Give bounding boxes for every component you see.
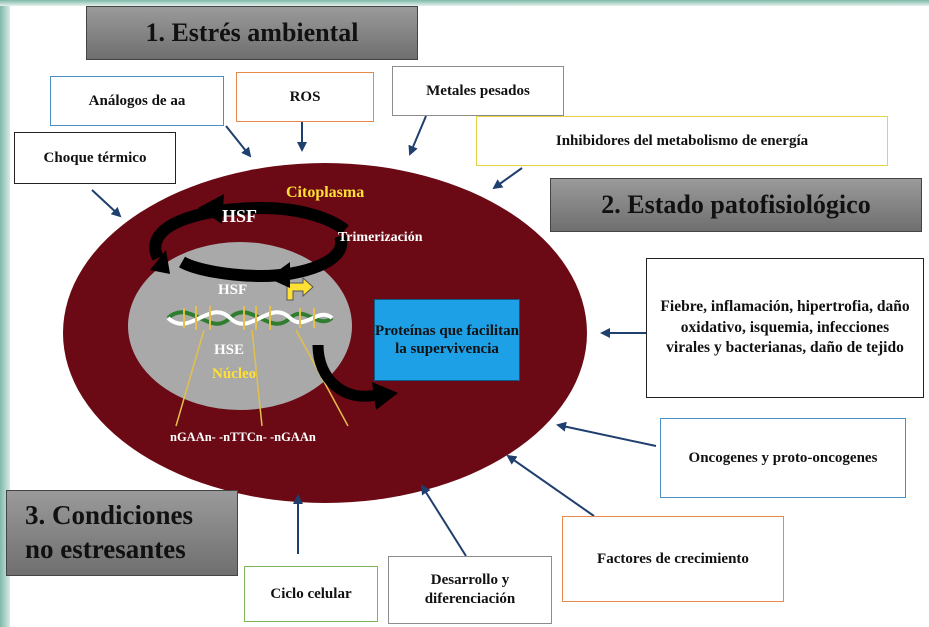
trimerization-arrow-upper xyxy=(149,201,349,261)
expression-arrow xyxy=(312,344,378,402)
hsf-nucleus-label: HSF xyxy=(218,282,248,298)
trimerization-arrow-lower xyxy=(179,233,348,283)
growth-factors-box: Factores de crecimiento xyxy=(562,516,784,602)
ros-box: ROS xyxy=(236,72,374,122)
nucleus-label: Núcleo xyxy=(212,366,257,382)
aa-analogs-box: Análogos de aa xyxy=(50,76,224,126)
heavy-metals-box: Metales pesados xyxy=(392,66,564,116)
heat-shock-box: Choque térmico xyxy=(14,132,176,184)
input-arrows xyxy=(91,115,657,557)
promoter-arrow-icon xyxy=(286,276,314,301)
cytoplasm-label: Citoplasma xyxy=(286,184,365,201)
header-non-stress-conditions: 3. Condiciones no estresantes xyxy=(6,490,238,576)
trimerization-label: Trimerización xyxy=(338,230,423,245)
header-environmental-stress: 1. Estrés ambiental xyxy=(86,6,418,60)
hse-sequence-label: nGAAn- -nTTCn- -nGAAn xyxy=(170,430,316,444)
oncogenes-box: Oncogenes y proto-oncogenes xyxy=(660,418,906,498)
development-box: Desarrollo y diferenciación xyxy=(388,556,552,624)
hse-label: HSE xyxy=(214,342,245,358)
hsf-cytoplasm-label: HSF xyxy=(222,206,258,226)
page-edge-top xyxy=(0,0,929,6)
dna-helix xyxy=(166,306,334,330)
fever-inflammation-box: Fiebre, inflamación, hipertrofia, daño o… xyxy=(646,258,924,398)
header-pathophysiological-state: 2. Estado patofisiológico xyxy=(550,178,922,232)
survival-proteins-box: Proteínas que facilitan la supervivencia xyxy=(374,299,520,381)
energy-inhibitors-box: Inhibidores del metabolismo de energía xyxy=(476,116,888,166)
page-edge-left xyxy=(0,0,10,627)
cell-cycle-box: Ciclo celular xyxy=(244,566,378,622)
